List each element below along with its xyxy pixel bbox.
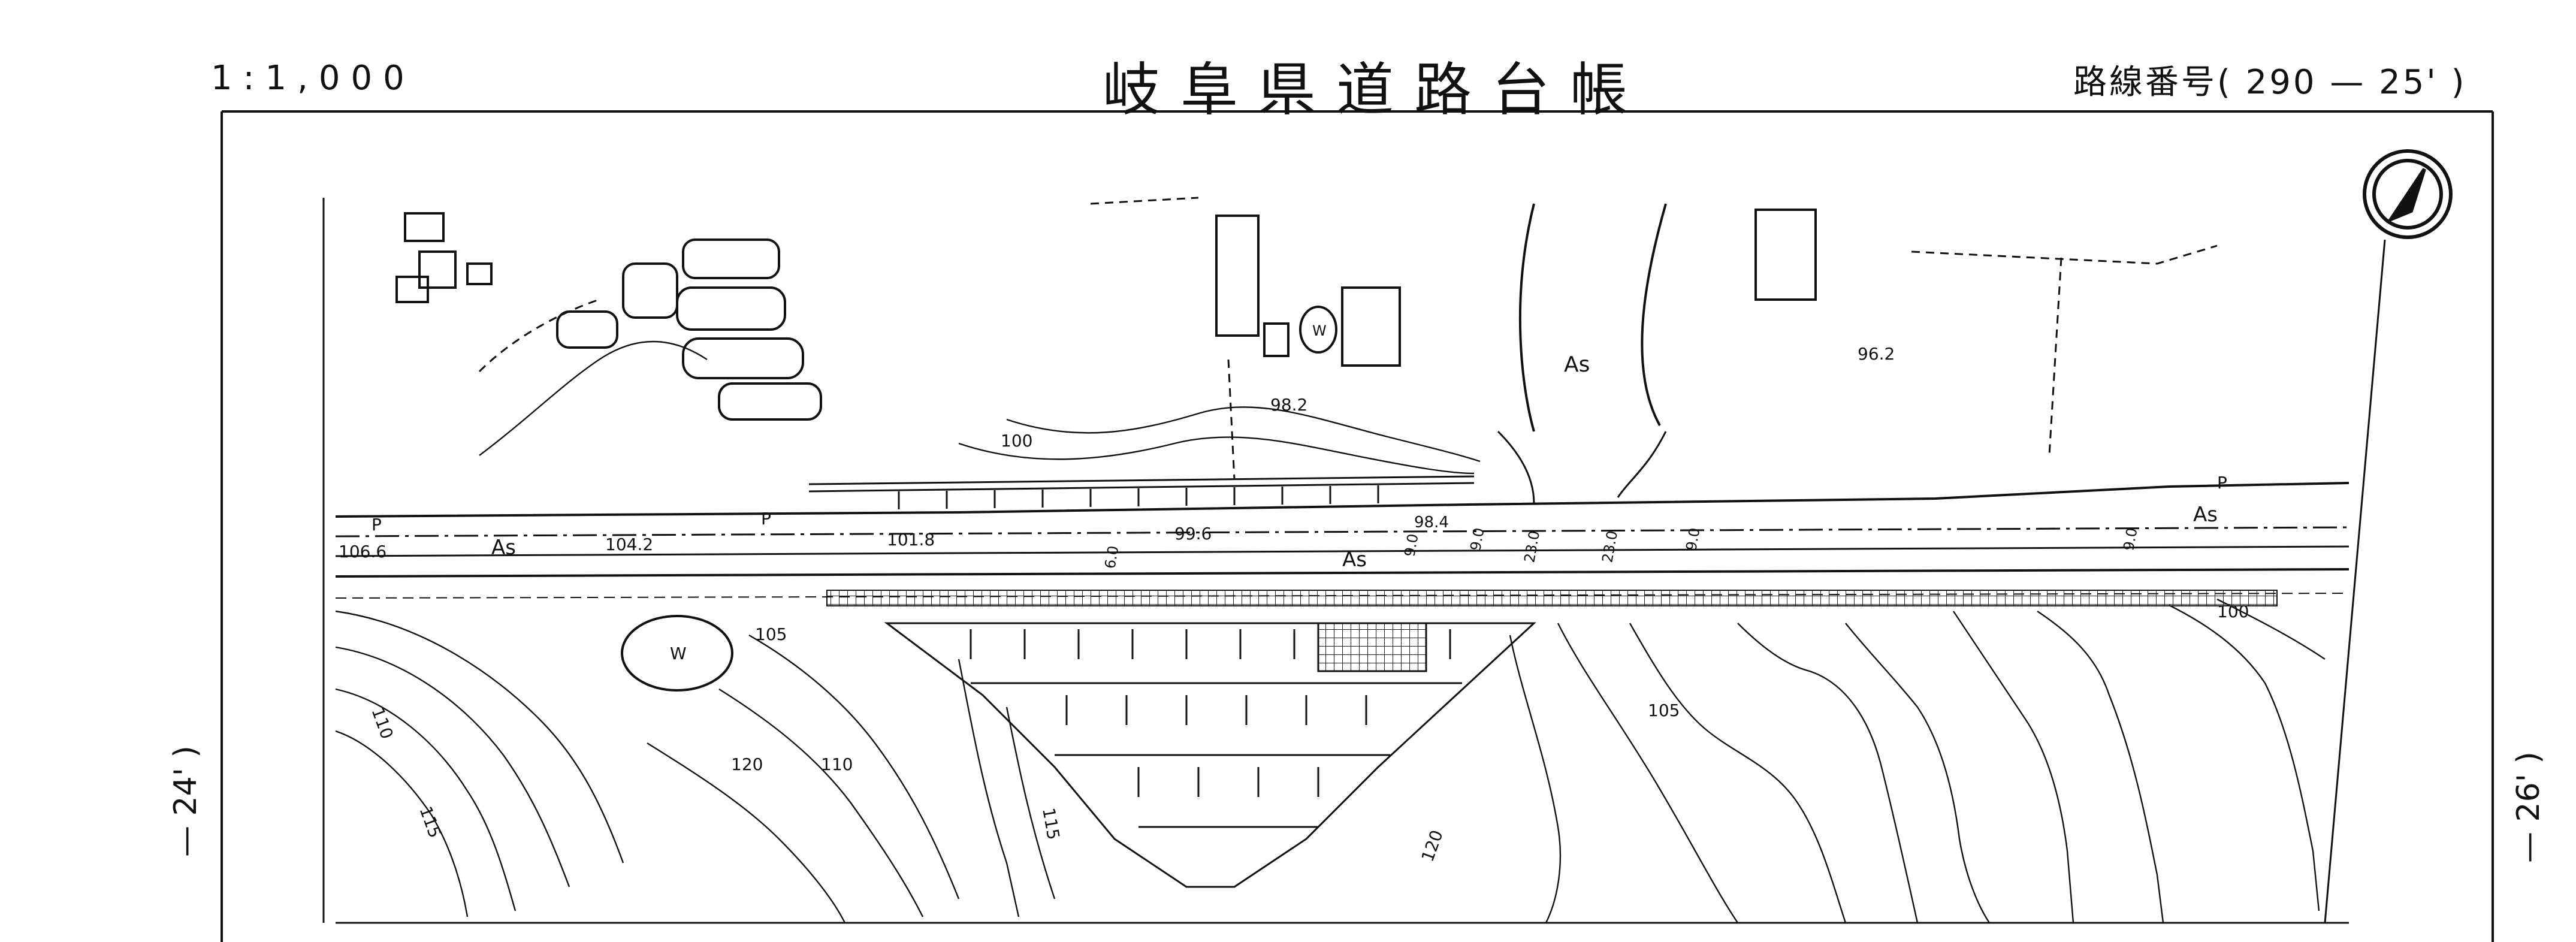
elevation-label: 96.2 — [1858, 344, 1895, 364]
north-arrow-icon — [2363, 149, 2453, 239]
pedestrian-label: P — [372, 515, 382, 535]
contour-label: 120 — [731, 754, 763, 774]
sheet-frame — [221, 110, 2494, 942]
contour-lines — [335, 340, 2326, 923]
water-label: W — [670, 644, 687, 663]
road — [335, 203, 2349, 606]
contour-label: 115 — [1038, 806, 1064, 841]
pedestrian-label: P — [761, 509, 771, 529]
boundaries — [478, 197, 2218, 480]
contour-label: 100 — [1001, 431, 1032, 451]
road-surface-label: As — [1564, 352, 1590, 377]
width-label: 23.0 — [1599, 530, 1621, 564]
road-surface-label: As — [2193, 503, 2218, 527]
elevation-label: 98.4 — [1414, 514, 1449, 532]
elevation-label: 101.8 — [887, 530, 935, 550]
contour-label: 105 — [1648, 701, 1680, 720]
contour-label: 110 — [367, 705, 397, 742]
map-area-border — [322, 198, 2386, 923]
width-label: 9.0 — [2120, 527, 2140, 552]
buildings — [395, 209, 1817, 421]
road-surface-label: As — [491, 536, 516, 560]
contour-label: 100 — [2217, 602, 2249, 621]
contour-label: 105 — [755, 624, 787, 644]
width-label: 9.0 — [1683, 527, 1703, 552]
contour-label: 115 — [415, 804, 445, 841]
width-label: 23.0 — [1521, 530, 1543, 564]
elevation-label: 106.6 — [339, 542, 386, 561]
terraced-slope — [884, 622, 1536, 888]
elevation-label: 104.2 — [605, 535, 653, 554]
ponds — [621, 306, 1337, 692]
water-label: W — [1312, 322, 1327, 339]
route-number: 路線番号( 290 — 25' ) — [2073, 63, 2467, 102]
contour-label: 110 — [821, 754, 853, 774]
width-label: 9.0 — [1401, 533, 1421, 558]
contour-label: 120 — [1418, 828, 1447, 865]
width-label: 9.0 — [1467, 527, 1487, 552]
elevation-label: 98.2 — [1270, 395, 1307, 415]
width-label: 6.0 — [1101, 545, 1122, 570]
elevation-label: 99.6 — [1174, 524, 1212, 544]
retaining-wall — [808, 475, 1475, 509]
map-scale: 1:1,000 — [211, 59, 415, 98]
road-surface-label: As — [1342, 548, 1367, 572]
pedestrian-label: P — [2217, 473, 2227, 493]
